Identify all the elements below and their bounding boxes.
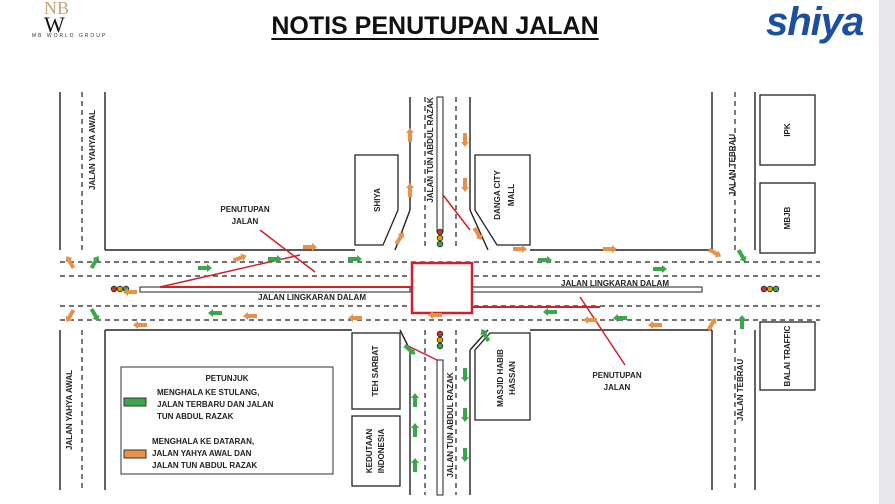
orange-arrow-icon <box>232 253 247 263</box>
label-tebrau-bottom: JALAN TEBRAU <box>736 359 745 421</box>
orange-arrow-icon <box>406 128 414 142</box>
orange-arrow-icon <box>303 243 317 251</box>
svg-text:MENGHALA KE STULANG,: MENGHALA KE STULANG, <box>157 388 259 397</box>
traffic-light-icon <box>436 330 444 350</box>
traffic-light-icon <box>760 285 780 293</box>
orange-arrow-icon <box>65 255 76 270</box>
svg-text:INDONESIA: INDONESIA <box>377 429 386 474</box>
svg-text:MENGHALA KE DATARAN,: MENGHALA KE DATARAN, <box>152 437 254 446</box>
svg-text:MASJID HABIB: MASJID HABIB <box>496 349 505 407</box>
svg-text:TUN ABDUL RAZAK: TUN ABDUL RAZAK <box>157 412 234 421</box>
label-tun-abdul-razak-top: JALAN TUN ABDUL RAZAK <box>426 97 435 203</box>
building-teh-sarbat: TEH SARBAT <box>351 332 401 410</box>
orange-arrow-icon <box>513 245 527 253</box>
closure-label-2-line1: PENUTUPAN <box>592 371 641 380</box>
jalan-lingkaran-dalam <box>60 249 820 331</box>
green-arrow-icon <box>268 255 282 263</box>
svg-text:IPK: IPK <box>783 123 792 137</box>
svg-text:KEDUTAAN: KEDUTAAN <box>365 429 374 474</box>
green-arrow-icon <box>411 393 419 407</box>
orange-arrow-icon <box>65 308 76 323</box>
svg-text:NB: NB <box>44 0 69 18</box>
traffic-light-icon <box>110 285 130 293</box>
green-arrow-icon <box>89 307 100 322</box>
orange-arrow-icon <box>461 178 469 192</box>
green-arrow-icon <box>480 328 491 343</box>
orange-arrow-icon <box>394 231 405 246</box>
label-lingkaran-right: JALAN LINGKARAN DALAM <box>561 279 669 288</box>
building-balai-traffic: BALAI TRAFFIC <box>759 321 816 391</box>
label-lingkaran-left: JALAN LINGKARAN DALAM <box>258 293 366 302</box>
svg-text:BALAI TRAFFIC: BALAI TRAFFIC <box>783 325 792 386</box>
jalan-yahya-awal <box>59 92 106 490</box>
green-arrow-icon <box>461 448 469 462</box>
svg-text:JALAN TUN ABDUL RAZAK: JALAN TUN ABDUL RAZAK <box>152 461 258 470</box>
building-kedutaan-indonesia: KEDUTAAN INDONESIA <box>351 415 401 487</box>
jalan-tebrau <box>711 92 756 490</box>
page-title: NOTIS PENUTUPAN JALAN <box>271 12 599 40</box>
legend: PETUNJUK MENGHALA KE STULANG, JALAN TERB… <box>120 366 334 475</box>
legend-green-arrow-icon <box>123 397 147 407</box>
orange-arrow-icon <box>406 183 414 197</box>
green-arrow-icon <box>208 309 222 317</box>
building-danga-city-mall: DANGA CITY MALL <box>474 154 531 246</box>
svg-text:JALAN YAHYA AWAL DAN: JALAN YAHYA AWAL DAN <box>152 449 252 458</box>
orange-arrow-icon <box>243 312 257 320</box>
green-arrow-icon <box>653 265 667 273</box>
orange-arrow-icon <box>123 288 137 296</box>
svg-text:DANGA CITY: DANGA CITY <box>493 170 502 220</box>
orange-arrow-icon <box>583 316 597 324</box>
orange-arrow-icon <box>706 317 717 332</box>
orange-arrow-icon <box>648 321 662 329</box>
green-arrow-icon <box>543 308 557 316</box>
green-arrow-icon <box>538 256 552 264</box>
orange-arrow-icon <box>603 245 617 253</box>
svg-text:TEH SARBAT: TEH SARBAT <box>371 345 380 396</box>
page-edge <box>879 0 895 504</box>
orange-arrow-icon <box>461 133 469 147</box>
green-arrow-icon <box>736 248 747 263</box>
mb-world-group-logo: NB W MB WORLD GROUP <box>14 0 114 44</box>
closure-label-1-line2: JALAN <box>232 217 259 226</box>
green-arrow-icon <box>403 343 416 355</box>
traffic-light-icon <box>436 228 444 248</box>
orange-arrow-icon <box>348 314 362 322</box>
svg-text:SHIYA: SHIYA <box>373 188 382 212</box>
green-arrow-icon <box>411 423 419 437</box>
logo-subtitle: MB WORLD GROUP <box>32 33 108 39</box>
label-tebrau-top: JALAN TEBRAU <box>728 134 737 196</box>
svg-text:W: W <box>44 12 65 34</box>
orange-arrow-icon <box>707 247 722 258</box>
legend-orange-arrow-icon <box>123 449 147 459</box>
label-tun-abdul-razak-bottom: JALAN TUN ABDUL RAZAK <box>446 372 455 478</box>
label-yahya-awal-bottom: JALAN YAHYA AWAL <box>65 370 74 450</box>
orange-arrow-icon <box>133 321 147 329</box>
closure-label-1-line1: PENUTUPAN <box>220 205 269 214</box>
closure-label-2-line2: JALAN <box>604 383 631 392</box>
building-shiya: SHIYA <box>354 154 399 246</box>
building-ipk: IPK <box>759 94 816 166</box>
green-arrow-icon <box>411 458 419 472</box>
green-arrow-icon <box>89 255 100 270</box>
svg-text:MALL: MALL <box>507 184 516 206</box>
svg-text:HASSAN: HASSAN <box>508 361 517 395</box>
svg-text:MBJB: MBJB <box>783 206 792 229</box>
green-arrow-icon <box>198 264 212 272</box>
green-arrow-icon <box>738 315 746 329</box>
green-arrow-icon <box>461 368 469 382</box>
green-arrow-icon <box>348 255 362 263</box>
building-masjid-habib-hassan: MASJID HABIB HASSAN <box>474 332 531 421</box>
shiya-logo: shiya <box>766 0 864 44</box>
svg-text:JALAN TERBARU DAN JALAN: JALAN TERBARU DAN JALAN <box>157 400 274 409</box>
building-mbjb: MBJB <box>759 182 816 254</box>
green-arrow-icon <box>461 408 469 422</box>
orange-arrow-icon <box>428 311 442 319</box>
svg-text:PETUNJUK: PETUNJUK <box>205 374 248 383</box>
green-arrow-icon <box>613 314 627 322</box>
orange-arrow-icon <box>472 226 483 241</box>
label-yahya-awal-top: JALAN YAHYA AWAL <box>88 110 97 190</box>
